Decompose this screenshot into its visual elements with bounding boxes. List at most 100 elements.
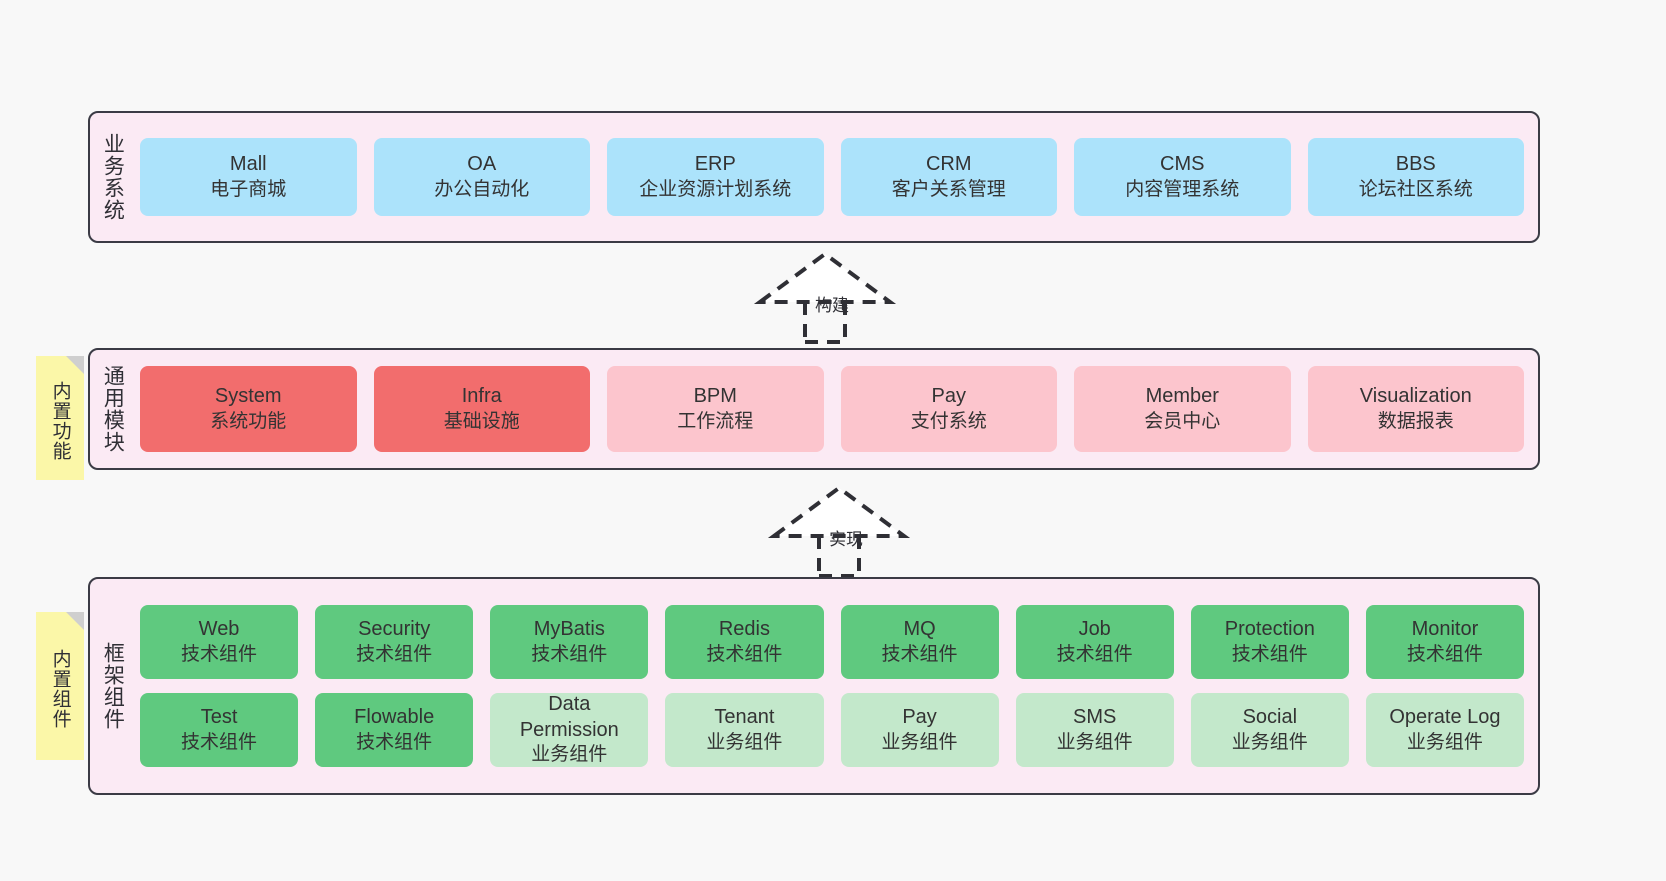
note-builtin-features: 内置功能: [36, 356, 84, 480]
card-system[interactable]: System 系统功能: [140, 366, 357, 452]
card-operate-log[interactable]: Operate Log 业务组件: [1365, 693, 1524, 767]
card-title: Web: [198, 618, 240, 641]
card-title: Social: [1242, 706, 1298, 729]
card-title: Monitor: [1411, 618, 1479, 641]
card-subtitle: 技术组件: [531, 643, 608, 665]
card-title: Pay: [902, 706, 937, 729]
card-title: Test: [200, 706, 238, 729]
card-web[interactable]: Web 技术组件: [140, 605, 299, 679]
card-title: Member: [1145, 385, 1219, 408]
card-title: Data Permission: [519, 693, 619, 741]
card-title: OA: [467, 153, 497, 176]
card-subtitle: 技术组件: [1406, 643, 1483, 665]
connector-implement-label: 实现: [829, 530, 863, 549]
card-job[interactable]: Job 技术组件: [1015, 605, 1174, 679]
card-mybatis[interactable]: MyBatis 技术组件: [490, 605, 649, 679]
connector-build: 构建: [752, 251, 942, 344]
card-oa[interactable]: OA 办公自动化: [373, 138, 590, 216]
card-pay-component[interactable]: Pay 业务组件: [840, 693, 999, 767]
card-subtitle: 业务组件: [531, 744, 608, 766]
card-bpm[interactable]: BPM 工作流程: [607, 366, 824, 452]
card-subtitle: 支付系统: [910, 410, 987, 432]
card-title: MyBatis: [533, 618, 605, 641]
card-subtitle: 技术组件: [356, 643, 433, 665]
card-subtitle: 办公自动化: [434, 178, 530, 200]
card-mall[interactable]: Mall 电子商城: [140, 138, 357, 216]
layer-title-modules: 通用模块: [101, 365, 125, 453]
card-subtitle: 企业资源计划系统: [639, 178, 792, 200]
card-mq[interactable]: MQ 技术组件: [840, 605, 999, 679]
card-title: Infra: [461, 385, 502, 408]
card-title: Mall: [229, 153, 267, 176]
card-crm[interactable]: CRM 客户关系管理: [840, 138, 1057, 216]
framework-card-row-2: Test 技术组件 Flowable 技术组件 Data Permission …: [140, 693, 1524, 767]
layer-title-framework: 框架组件: [101, 642, 125, 730]
card-cms[interactable]: CMS 内容管理系统: [1074, 138, 1291, 216]
card-subtitle: 客户关系管理: [891, 178, 1006, 200]
card-subtitle: 技术组件: [181, 643, 258, 665]
card-subtitle: 电子商城: [210, 178, 287, 200]
card-title: SMS: [1073, 706, 1117, 729]
card-title: Pay: [931, 385, 966, 408]
layer-body-framework: Web 技术组件 Security 技术组件 MyBatis 技术组件 Redi…: [134, 579, 1538, 793]
card-bbs[interactable]: BBS 论坛社区系统: [1307, 138, 1524, 216]
note-builtin-components: 内置组件: [36, 612, 84, 760]
framework-card-row-1: Web 技术组件 Security 技术组件 MyBatis 技术组件 Redi…: [140, 605, 1524, 679]
card-title: Flowable: [354, 706, 435, 729]
card-protection[interactable]: Protection 技术组件: [1190, 605, 1349, 679]
card-redis[interactable]: Redis 技术组件: [665, 605, 824, 679]
generalization-arrow-icon: [767, 485, 911, 578]
card-security[interactable]: Security 技术组件: [315, 605, 474, 679]
card-tenant[interactable]: Tenant 业务组件: [665, 693, 824, 767]
card-title: Redis: [718, 618, 770, 641]
card-subtitle: 业务组件: [1056, 731, 1133, 753]
card-subtitle: 论坛社区系统: [1358, 178, 1473, 200]
card-subtitle: 业务组件: [881, 731, 958, 753]
layer-framework-components: 框架组件 Web 技术组件 Security 技术组件 MyBatis 技术组件…: [88, 577, 1540, 795]
card-subtitle: 系统功能: [210, 410, 287, 432]
card-subtitle: 工作流程: [677, 410, 754, 432]
card-monitor[interactable]: Monitor 技术组件: [1365, 605, 1524, 679]
card-subtitle: 数据报表: [1377, 410, 1454, 432]
card-sms[interactable]: SMS 业务组件: [1015, 693, 1174, 767]
card-subtitle: 技术组件: [356, 731, 433, 753]
layer-title-business: 业务系统: [101, 133, 125, 221]
card-member[interactable]: Member 会员中心: [1074, 366, 1291, 452]
card-subtitle: 技术组件: [706, 643, 783, 665]
card-title: Job: [1078, 618, 1111, 641]
layer-business-systems: 业务系统 Mall 电子商城 OA 办公自动化 ERP 企业资源计划系统 CRM…: [88, 111, 1540, 243]
card-subtitle: 技术组件: [1056, 643, 1133, 665]
card-flowable[interactable]: Flowable 技术组件: [315, 693, 474, 767]
card-subtitle: 技术组件: [1231, 643, 1308, 665]
layer-body-business: Mall 电子商城 OA 办公自动化 ERP 企业资源计划系统 CRM 客户关系…: [134, 113, 1538, 241]
card-title: System: [214, 385, 282, 408]
card-subtitle: 会员中心: [1144, 410, 1221, 432]
layer-body-modules: System 系统功能 Infra 基础设施 BPM 工作流程 Pay 支付系统…: [134, 350, 1538, 468]
card-title: BBS: [1395, 153, 1436, 176]
connector-implement: 实现: [766, 485, 956, 578]
card-title: Tenant: [714, 706, 775, 729]
card-visualization[interactable]: Visualization 数据报表: [1307, 366, 1524, 452]
card-subtitle: 基础设施: [443, 410, 520, 432]
card-test[interactable]: Test 技术组件: [140, 693, 299, 767]
card-subtitle: 业务组件: [706, 731, 783, 753]
card-title: ERP: [694, 153, 736, 176]
card-title: MQ: [903, 618, 936, 641]
card-title: BPM: [693, 385, 737, 408]
card-subtitle: 技术组件: [181, 731, 258, 753]
card-infra[interactable]: Infra 基础设施: [373, 366, 590, 452]
card-title: CMS: [1160, 153, 1205, 176]
card-data-permission[interactable]: Data Permission 业务组件: [490, 693, 649, 767]
generalization-arrow-icon: [753, 251, 897, 344]
layer-common-modules: 通用模块 System 系统功能 Infra 基础设施 BPM 工作流程 Pay…: [88, 348, 1540, 470]
modules-card-row: System 系统功能 Infra 基础设施 BPM 工作流程 Pay 支付系统…: [140, 366, 1524, 452]
card-title: CRM: [925, 153, 972, 176]
card-title: Security: [358, 618, 431, 641]
card-subtitle: 业务组件: [1406, 731, 1483, 753]
card-social[interactable]: Social 业务组件: [1190, 693, 1349, 767]
card-erp[interactable]: ERP 企业资源计划系统: [607, 138, 824, 216]
card-pay[interactable]: Pay 支付系统: [840, 366, 1057, 452]
card-title: Visualization: [1359, 385, 1472, 408]
connector-build-label: 构建: [815, 296, 849, 315]
